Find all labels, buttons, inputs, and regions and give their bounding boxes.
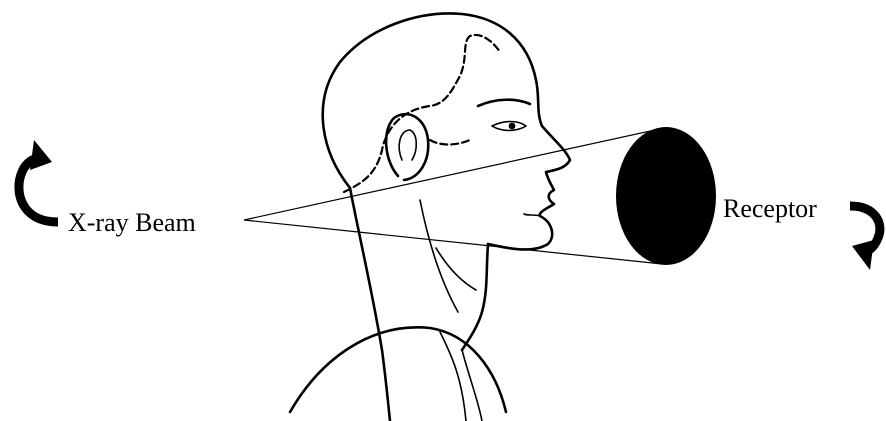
jaw-throat-outline bbox=[462, 244, 488, 350]
mouth-line bbox=[524, 214, 540, 216]
pupil bbox=[509, 123, 516, 130]
neck-muscle-line bbox=[436, 248, 476, 290]
collar-line bbox=[440, 332, 466, 421]
beam-lower-line bbox=[244, 220, 662, 264]
head-profile-drawing bbox=[290, 13, 570, 421]
ear-drawing bbox=[386, 114, 428, 180]
shoulder-outline bbox=[290, 327, 506, 412]
right-rotation-arrow-icon bbox=[850, 206, 880, 270]
left-rotation-arrow-icon bbox=[19, 140, 58, 222]
beam-upper-line bbox=[244, 128, 664, 220]
eyebrow-line bbox=[478, 100, 530, 106]
ear-inner-line bbox=[399, 130, 416, 160]
receptor-plate bbox=[616, 127, 716, 265]
neck-muscle-line bbox=[420, 200, 458, 312]
face-profile-outline bbox=[488, 126, 570, 249]
eye-drawing bbox=[478, 100, 540, 216]
xray-beam-lines bbox=[244, 128, 664, 264]
ear-outline bbox=[386, 114, 428, 180]
receptor-label: Receptor bbox=[723, 194, 817, 223]
neck-back-outline bbox=[350, 188, 390, 421]
xray-beam-label: X-ray Beam bbox=[68, 208, 196, 237]
sideburn-dashed bbox=[430, 140, 470, 145]
